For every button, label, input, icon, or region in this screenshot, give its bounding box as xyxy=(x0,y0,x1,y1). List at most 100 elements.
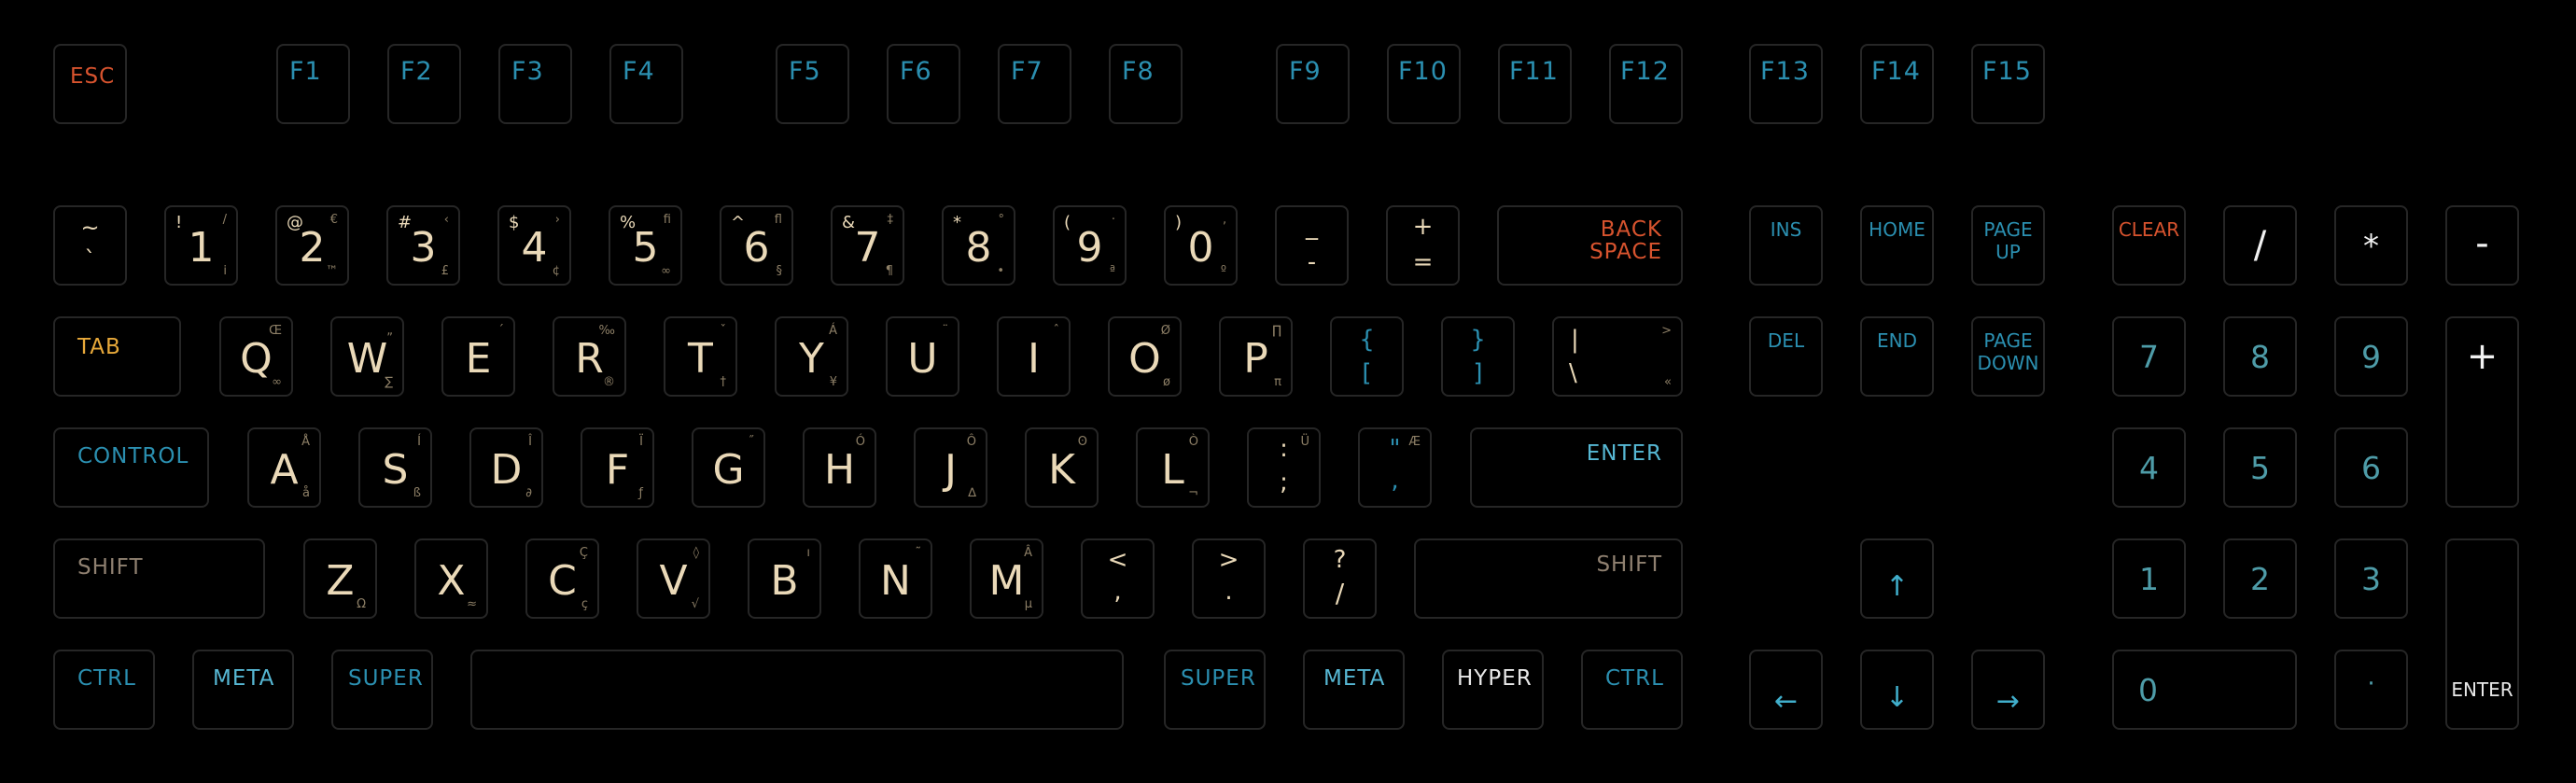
key-page-up[interactable]: PAGE UP xyxy=(1971,205,2045,286)
key-quote[interactable]: " , Æ xyxy=(1358,427,1432,508)
key-ctrl-right[interactable]: CTRL xyxy=(1581,650,1683,730)
key-end[interactable]: END xyxy=(1860,316,1934,397)
key-shift-right[interactable]: SHIFT xyxy=(1414,538,1683,619)
key-rbrace[interactable]: } ] xyxy=(1441,316,1515,397)
key-f10[interactable]: F10 xyxy=(1387,44,1461,124)
key-enter[interactable]: ENTER xyxy=(1470,427,1683,508)
key-backslash[interactable]: | \ > « xyxy=(1552,316,1683,397)
key-page-down[interactable]: PAGE DOWN xyxy=(1971,316,2045,397)
key-numpad-multiply[interactable]: * xyxy=(2334,205,2408,286)
key-5[interactable]: % fi 5 ∞ xyxy=(609,205,682,286)
key-insert[interactable]: INS xyxy=(1749,205,1823,286)
key-comma[interactable]: < , xyxy=(1081,538,1155,619)
key-numpad-minus[interactable]: - xyxy=(2445,205,2519,286)
key-u[interactable]: U ¨ xyxy=(886,316,959,397)
key-f13[interactable]: F13 xyxy=(1749,44,1823,124)
key-numpad-divide[interactable]: / xyxy=(2223,205,2297,286)
key-arrow-up[interactable]: ↑ xyxy=(1860,538,1934,619)
key-lbrace[interactable]: { [ xyxy=(1330,316,1404,397)
key-f11[interactable]: F11 xyxy=(1498,44,1572,124)
key-tab[interactable]: TAB xyxy=(53,316,181,397)
key-meta-right[interactable]: META xyxy=(1303,650,1405,730)
key-v[interactable]: V◊√ xyxy=(637,538,710,619)
key-i[interactable]: I ˆ xyxy=(997,316,1071,397)
key-numpad-3[interactable]: 3 xyxy=(2334,538,2408,619)
key-control[interactable]: CONTROL xyxy=(53,427,209,508)
key-minus[interactable]: _ - xyxy=(1275,205,1349,286)
key-f1[interactable]: F1 xyxy=(276,44,350,124)
key-arrow-left[interactable]: ← xyxy=(1749,650,1823,730)
key-numpad-decimal[interactable]: · xyxy=(2334,650,2408,730)
key-0[interactable]: ) ‚ 0 º xyxy=(1164,205,1238,286)
key-f12[interactable]: F12 xyxy=(1609,44,1683,124)
key-6[interactable]: ^ fl 6 § xyxy=(720,205,793,286)
key-numpad-enter[interactable]: ENTER xyxy=(2445,538,2519,730)
key-numpad-8[interactable]: 8 xyxy=(2223,316,2297,397)
key-f15[interactable]: F15 xyxy=(1971,44,2045,124)
key-8[interactable]: * ° 8 • xyxy=(942,205,1015,286)
key-3[interactable]: # ‹ 3 £ xyxy=(386,205,460,286)
key-r[interactable]: R ‰® xyxy=(553,316,626,397)
key-meta-left[interactable]: META xyxy=(192,650,294,730)
key-9[interactable]: ( · 9 ª xyxy=(1053,205,1127,286)
key-numpad-1[interactable]: 1 xyxy=(2112,538,2186,619)
key-arrow-down[interactable]: ↓ xyxy=(1860,650,1934,730)
key-numpad-0[interactable]: 0 xyxy=(2112,650,2297,730)
key-numpad-5[interactable]: 5 xyxy=(2223,427,2297,508)
key-f5[interactable]: F5 xyxy=(776,44,849,124)
key-numpad-7[interactable]: 7 xyxy=(2112,316,2186,397)
key-esc[interactable]: ESC xyxy=(53,44,127,124)
key-hyper[interactable]: HYPER xyxy=(1442,650,1544,730)
key-super-right[interactable]: SUPER xyxy=(1164,650,1266,730)
key-shift-left[interactable]: SHIFT xyxy=(53,538,265,619)
key-f9[interactable]: F9 xyxy=(1276,44,1350,124)
key-2[interactable]: @ € 2 ™ xyxy=(275,205,349,286)
key-equals[interactable]: + = xyxy=(1386,205,1460,286)
key-f14[interactable]: F14 xyxy=(1860,44,1934,124)
key-f7[interactable]: F7 xyxy=(998,44,1071,124)
key-1[interactable]: ! / 1 i xyxy=(164,205,238,286)
key-4[interactable]: $ › 4 ¢ xyxy=(497,205,571,286)
key-numpad-6[interactable]: 6 xyxy=(2334,427,2408,508)
key-numpad-4[interactable]: 4 xyxy=(2112,427,2186,508)
key-q[interactable]: Q Œ∞ xyxy=(219,316,293,397)
key-spacebar[interactable] xyxy=(470,650,1124,730)
key-semicolon[interactable]: : ; Ü xyxy=(1247,427,1321,508)
key-f4[interactable]: F4 xyxy=(609,44,683,124)
key-arrow-right[interactable]: → xyxy=(1971,650,2045,730)
key-period[interactable]: > . xyxy=(1192,538,1266,619)
key-home[interactable]: HOME xyxy=(1860,205,1934,286)
key-ctrl-left[interactable]: CTRL xyxy=(53,650,155,730)
key-7[interactable]: & ‡ 7 ¶ xyxy=(831,205,904,286)
key-y[interactable]: Y Á¥ xyxy=(775,316,848,397)
key-t[interactable]: T ˇ† xyxy=(664,316,737,397)
key-p[interactable]: P ∏π xyxy=(1219,316,1293,397)
key-n[interactable]: N˜ xyxy=(859,538,932,619)
key-g[interactable]: G˝ xyxy=(692,427,765,508)
key-super-left[interactable]: SUPER xyxy=(331,650,433,730)
key-x[interactable]: X≈ xyxy=(414,538,488,619)
key-numpad-clear[interactable]: CLEAR xyxy=(2112,205,2186,286)
key-delete[interactable]: DEL xyxy=(1749,316,1823,397)
key-tilde[interactable]: ~ ` xyxy=(53,205,127,286)
key-f3[interactable]: F3 xyxy=(498,44,572,124)
key-slash[interactable]: ? / xyxy=(1303,538,1377,619)
key-e[interactable]: E ´ xyxy=(441,316,515,397)
key-numpad-9[interactable]: 9 xyxy=(2334,316,2408,397)
key-numpad-plus[interactable]: + xyxy=(2445,316,2519,508)
key-numpad-2[interactable]: 2 xyxy=(2223,538,2297,619)
key-w[interactable]: W „∑ xyxy=(330,316,404,397)
